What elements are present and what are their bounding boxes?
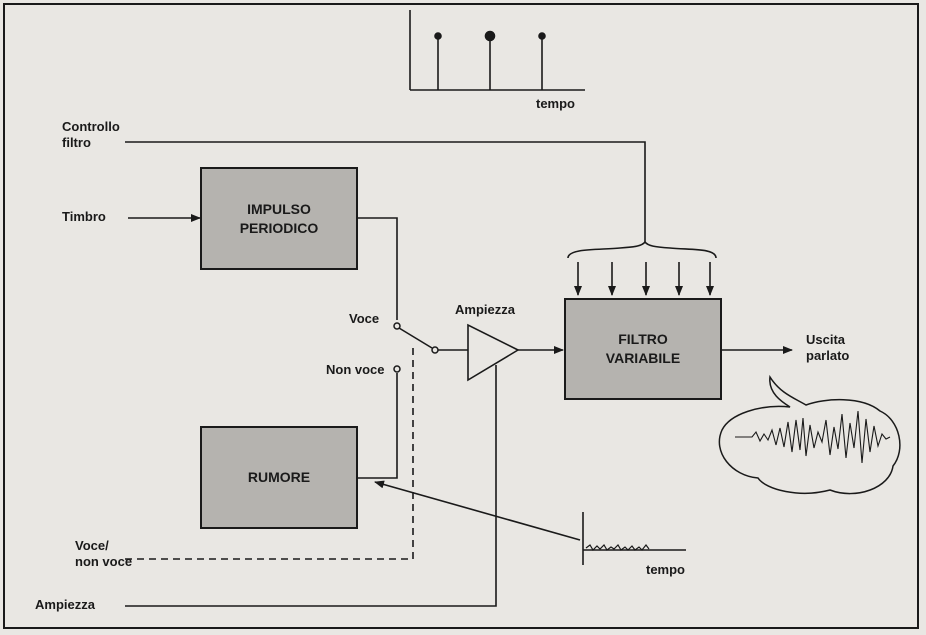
amplitude-control-line: [125, 365, 497, 607]
voiced-unvoiced-label: Voce/ non voce: [75, 538, 133, 569]
switch-blade: [398, 327, 433, 349]
impulse-plot-time-label: tempo: [536, 96, 575, 111]
unvoiced-label: Non voce: [326, 362, 385, 377]
impulse-dot-3: [538, 32, 546, 40]
speech-bubble: [718, 374, 901, 495]
speech-waveform: [735, 410, 891, 464]
noise-plot-time-label: tempo: [646, 562, 685, 577]
filter-brace: [567, 240, 717, 259]
amplitude-top-label: Ampiezza: [455, 302, 515, 317]
amplifier-triangle: [467, 323, 520, 382]
filter-control-label: Controllo filtro: [62, 119, 120, 150]
filter-control-line: [125, 141, 646, 242]
noise-to-switch-line: [358, 373, 398, 479]
switch-pivot: [431, 346, 439, 354]
voce-contact: [393, 322, 401, 330]
non-voce-contact: [393, 365, 401, 373]
impulse-dot-2: [484, 30, 496, 42]
noise-plot-pointer: [374, 480, 581, 541]
variable-filter-block: FILTRO VARIABILE: [564, 298, 722, 400]
impulse-dot-1: [434, 32, 442, 40]
noise-trace: [585, 544, 650, 551]
impulse-block: IMPULSO PERIODICO: [200, 167, 358, 270]
amplitude-bottom-label: Ampiezza: [35, 597, 95, 612]
impulse-to-switch-line: [358, 217, 398, 320]
timbre-label: Timbro: [62, 209, 106, 224]
impulse-train-plot: [409, 10, 585, 91]
speech-output-label: Uscita parlato: [806, 332, 850, 363]
diagram-frame: [3, 3, 919, 629]
voiced-unvoiced-dashed-line: [125, 345, 414, 560]
noise-plot: [582, 512, 686, 565]
noise-block: RUMORE: [200, 426, 358, 529]
voiced-label: Voce: [349, 311, 380, 326]
